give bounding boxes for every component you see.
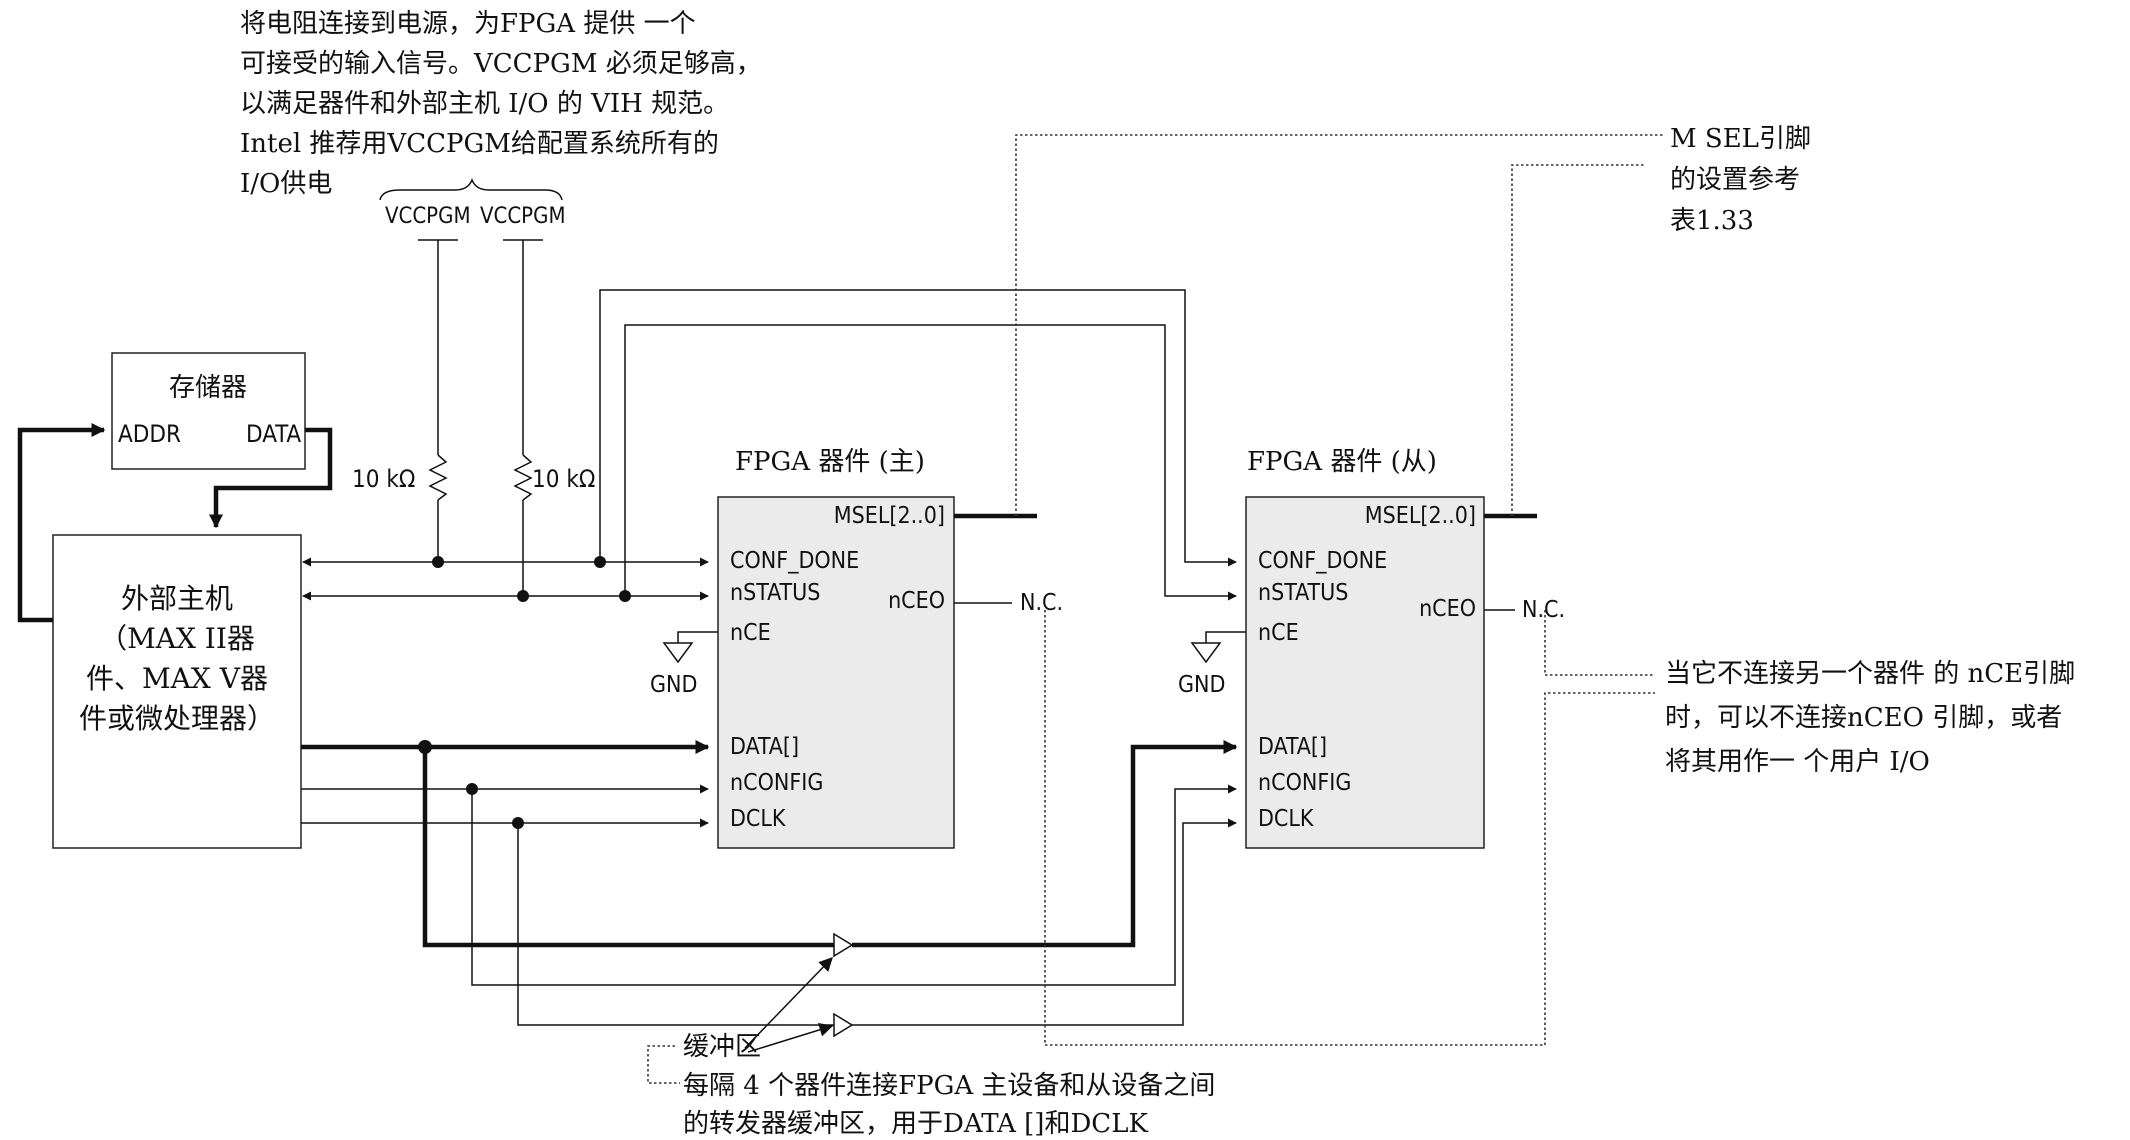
master-nceo-pin: nCEO bbox=[888, 588, 945, 614]
vccpgm-left-label: VCCPGM bbox=[385, 204, 471, 229]
buffer-data-icon bbox=[833, 932, 854, 958]
host-line: 件、MAX V器 bbox=[86, 662, 268, 695]
master-title: FPGA 器件 (主) bbox=[735, 447, 925, 477]
slave-gnd-label: GND bbox=[1178, 672, 1225, 698]
slave-nceo-pin: nCEO bbox=[1419, 596, 1476, 622]
resistor-left-label: 10 kΩ bbox=[352, 465, 415, 493]
host-line: （MAX II器 bbox=[99, 622, 255, 655]
nceo-note: 当它不连接另一个器件 的 nCE引脚 时，可以不连接nCEO 引脚，或者 将其用… bbox=[1665, 659, 2075, 777]
top-note: 将电阻连接到电源，为FPGA 提供 一个 可接受的输入信号。VCCPGM 必须足… bbox=[240, 9, 762, 199]
dotted-callouts bbox=[647, 134, 1665, 1084]
vccpgm-right-label: VCCPGM bbox=[480, 204, 566, 229]
slave-msel-pin: MSEL[2..0] bbox=[1365, 503, 1476, 529]
external-host-block: 外部主机 （MAX II器 件、MAX V器 件或微处理器） bbox=[52, 534, 302, 849]
buffer-note: 缓冲区 每隔 4 个器件连接FPGA 主设备和从设备之间 的转发器缓冲区，用于D… bbox=[683, 1032, 1215, 1139]
brace-icon bbox=[379, 177, 563, 201]
master-gnd-label: GND bbox=[650, 672, 697, 698]
slave-data-pin: DATA[] bbox=[1258, 734, 1327, 760]
fpga-master: FPGA 器件 (主) MSEL[2..0] CONF_DONE nSTATUS… bbox=[650, 447, 1063, 849]
msel-note-line: 表1.33 bbox=[1670, 206, 1754, 236]
slave-nconfig-pin: nCONFIG bbox=[1258, 770, 1351, 796]
nceo-note-line: 当它不连接另一个器件 的 nCE引脚 bbox=[1665, 659, 2075, 689]
master-data-pin: DATA[] bbox=[730, 734, 799, 760]
buffer-dclk-icon bbox=[833, 1012, 854, 1038]
slave-nstatus-pin: nSTATUS bbox=[1258, 580, 1348, 606]
nceo-note-line: 时，可以不连接nCEO 引脚，或者 bbox=[1665, 703, 2062, 733]
memory-data-pin: DATA bbox=[246, 420, 301, 448]
master-nce-pin: nCE bbox=[730, 620, 771, 646]
top-note-line: 以满足器件和外部主机 I/O 的 VIH 规范。 bbox=[240, 89, 729, 119]
data-to-host-bus bbox=[209, 427, 333, 529]
top-note-line: 可接受的输入信号。VCCPGM 必须足够高， bbox=[240, 49, 762, 79]
memory-title: 存储器 bbox=[169, 373, 247, 403]
pullup-resistors: 10 kΩ 10 kΩ bbox=[352, 239, 595, 596]
master-nc-label: N.C. bbox=[1020, 590, 1063, 616]
top-note-line: 将电阻连接到电源，为FPGA 提供 一个 bbox=[240, 9, 696, 39]
top-note-line: I/O供电 bbox=[240, 169, 332, 199]
slave-nce-pin: nCE bbox=[1258, 620, 1299, 646]
nceo-note-line: 将其用作一 个用户 I/O bbox=[1665, 747, 1930, 777]
slave-ground-icon bbox=[1190, 631, 1246, 664]
top-note-line: Intel 推荐用VCCPGM给配置系统所有的 bbox=[240, 129, 719, 159]
buffer-note-line: 的转发器缓冲区，用于DATA []和DCLK bbox=[683, 1109, 1148, 1139]
slave-conf-done-pin: CONF_DONE bbox=[1258, 548, 1387, 574]
msel-note-line: 的设置参考 bbox=[1670, 165, 1800, 195]
memory-block: 存储器 ADDR DATA bbox=[111, 352, 306, 470]
master-nconfig-pin: nCONFIG bbox=[730, 770, 823, 796]
master-ground-icon bbox=[662, 631, 718, 664]
status-lines bbox=[302, 289, 1237, 601]
addr-bus bbox=[17, 423, 106, 623]
msel-note: M SEL引脚 的设置参考 表1.33 bbox=[1670, 124, 1811, 236]
master-dclk-pin: DCLK bbox=[730, 806, 786, 832]
host-line: 外部主机 bbox=[121, 582, 233, 615]
buffer-pointer-arrow bbox=[747, 1023, 834, 1053]
resistor-right-label: 10 kΩ bbox=[532, 465, 595, 493]
master-nstatus-pin: nSTATUS bbox=[730, 580, 820, 606]
host-line: 件或微处理器） bbox=[79, 702, 275, 735]
slave-title: FPGA 器件 (从) bbox=[1247, 447, 1437, 477]
resistor-right-icon bbox=[513, 454, 533, 501]
buffer-note-title: 缓冲区 bbox=[683, 1032, 761, 1062]
master-msel-pin: MSEL[2..0] bbox=[834, 503, 945, 529]
memory-addr-pin: ADDR bbox=[118, 420, 181, 448]
config-lines bbox=[301, 740, 1238, 1026]
junction-dots bbox=[418, 556, 631, 829]
buffer-pointer-arrow bbox=[744, 956, 833, 1049]
master-conf-done-pin: CONF_DONE bbox=[730, 548, 859, 574]
buffer-note-line: 每隔 4 个器件连接FPGA 主设备和从设备之间 bbox=[683, 1071, 1215, 1101]
msel-note-line: M SEL引脚 bbox=[1670, 124, 1811, 154]
fpga-slave: FPGA 器件 (从) MSEL[2..0] CONF_DONE nSTATUS… bbox=[1178, 447, 1565, 849]
slave-nc-label: N.C. bbox=[1522, 597, 1565, 623]
resistor-left-icon bbox=[428, 454, 448, 501]
slave-dclk-pin: DCLK bbox=[1258, 806, 1314, 832]
